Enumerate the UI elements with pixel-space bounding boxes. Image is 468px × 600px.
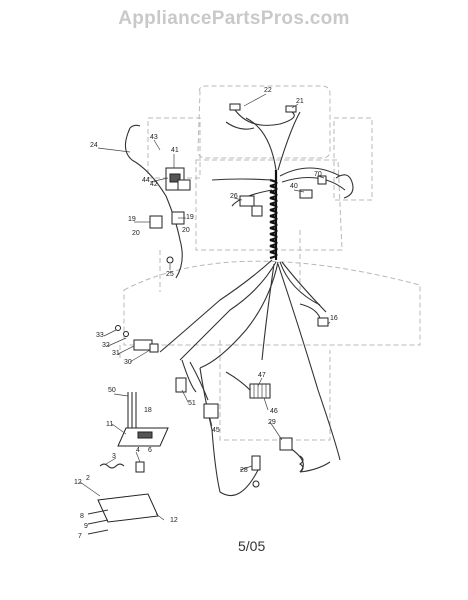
callout-7: 7 xyxy=(78,533,82,540)
bracket-4 xyxy=(135,461,145,473)
tractor-outline xyxy=(119,85,421,441)
key-part xyxy=(177,179,191,191)
connector-30 xyxy=(149,343,159,353)
switch-51 xyxy=(175,377,187,393)
callout-29: 29 xyxy=(268,419,276,426)
callout-30: 30 xyxy=(124,359,132,366)
relay-26 xyxy=(239,195,255,207)
callout-9: 9 xyxy=(84,523,88,530)
fastener-25 xyxy=(166,256,174,264)
callout-20: 20 xyxy=(132,230,140,237)
callout-42: 42 xyxy=(150,181,158,188)
callout-2: 2 xyxy=(86,475,90,482)
callout-32: 32 xyxy=(102,342,110,349)
leader-lines xyxy=(79,93,331,521)
callout-44: 44 xyxy=(142,177,150,184)
fastener-33 xyxy=(115,325,121,331)
callout-6: 6 xyxy=(148,447,152,454)
connector-21 xyxy=(285,105,297,113)
callout-11: 11 xyxy=(106,421,113,428)
callout-3: 3 xyxy=(112,453,116,460)
callout-18: 18 xyxy=(144,407,152,414)
callout-70: 70 xyxy=(314,171,322,178)
solenoid-45 xyxy=(203,403,219,419)
watermark-text: AppliancePartsPros.com xyxy=(118,8,350,29)
callout-46: 46 xyxy=(270,408,278,415)
callout-28: 28 xyxy=(240,467,248,474)
callout-8: 8 xyxy=(80,513,84,520)
ignition-switch-core xyxy=(169,173,181,183)
callout-19: 19 xyxy=(186,214,194,221)
callout-21: 21 xyxy=(296,98,304,105)
callout-19: 19 xyxy=(128,216,136,223)
fastener-32 xyxy=(123,331,129,337)
callout-43: 43 xyxy=(150,134,158,141)
callout-24: 24 xyxy=(90,142,98,149)
date-code: 5/05 xyxy=(238,538,266,554)
callout-51: 51 xyxy=(188,400,196,407)
callout-12: 12 xyxy=(74,479,82,486)
interlock-switch-left xyxy=(149,215,163,229)
callout-31: 31 xyxy=(112,350,120,357)
connector-70 xyxy=(317,175,327,185)
callout-22: 22 xyxy=(264,87,272,94)
callout-33: 33 xyxy=(96,332,104,339)
callout-47: 47 xyxy=(258,372,266,379)
base-plate-12 xyxy=(97,493,159,523)
callout-12: 12 xyxy=(170,517,178,524)
relay-26b xyxy=(251,205,263,217)
callout-40: 40 xyxy=(290,183,298,190)
module-31 xyxy=(133,339,153,351)
switch-16 xyxy=(317,317,329,327)
callout-50: 50 xyxy=(108,387,116,394)
plug-29 xyxy=(279,437,293,451)
callout-26: 26 xyxy=(230,193,238,200)
fuse-block-47 xyxy=(249,383,271,399)
connector-22 xyxy=(229,103,241,111)
callout-41: 41 xyxy=(171,147,179,154)
connector-40 xyxy=(299,189,313,199)
callout-4: 4 xyxy=(136,447,140,454)
fastener-28 xyxy=(252,480,260,488)
callout-20: 20 xyxy=(182,227,190,234)
callout-16: 16 xyxy=(330,315,338,322)
callout-labels: 2221244341424426407019201920251633323130… xyxy=(74,87,338,540)
plate-11-switch xyxy=(137,431,153,439)
callout-25: 25 xyxy=(166,271,174,278)
callout-45: 45 xyxy=(212,427,220,434)
spark-lead-28 xyxy=(251,455,261,471)
harness-coil xyxy=(269,170,278,260)
